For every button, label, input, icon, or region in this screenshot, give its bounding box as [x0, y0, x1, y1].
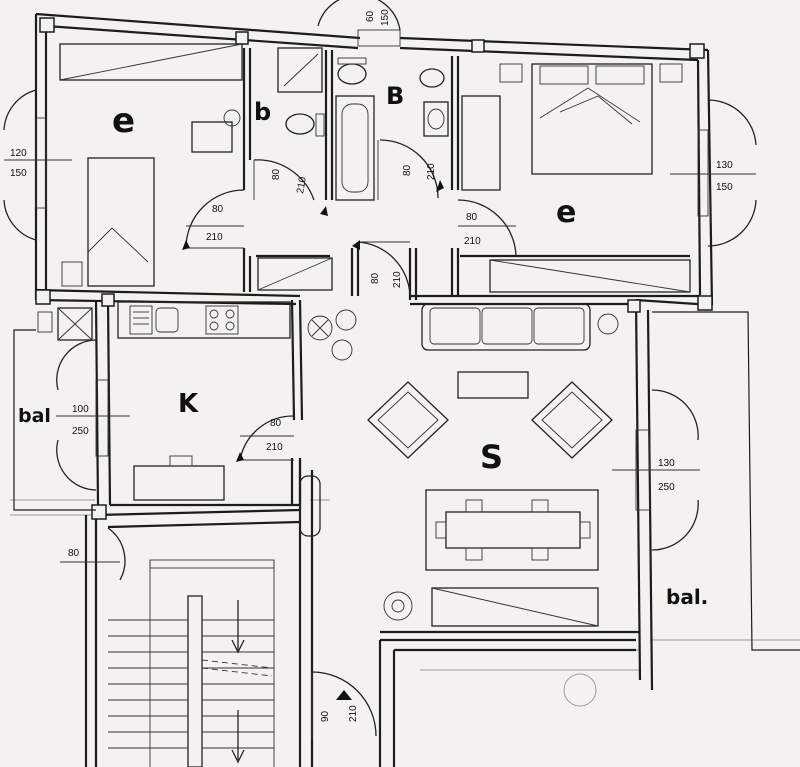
stair-treads: [108, 619, 274, 749]
dim-balcony-door-w: 100: [72, 404, 89, 415]
room-label-kitchen: K: [178, 389, 199, 419]
dim-bed1-door-h: 210: [206, 232, 223, 243]
dim-bath-main-door-h: 210: [426, 163, 437, 180]
room-label-bedroom-2: e: [556, 195, 576, 230]
interior-walls: [35, 17, 713, 520]
dim-top-window-w: 60: [365, 10, 376, 22]
room-label-balcony-left: bal: [18, 405, 51, 427]
room-label-bathroom-small: b: [254, 98, 271, 126]
room-label-bedroom-1: e: [112, 101, 135, 141]
dim-kitchen-door-w: 80: [270, 418, 282, 429]
bedroom-2-furniture: [461, 63, 691, 293]
dim-hall-door-h: 210: [392, 271, 403, 288]
dim-bed2-door-h: 210: [464, 236, 481, 247]
stairs: [108, 559, 275, 767]
door-swings: [60, 139, 517, 740]
dim-top-window-h: 150: [380, 9, 391, 26]
room-labels: e b B e K S bal bal.: [18, 82, 708, 609]
dimension-labels: 60 150 120 150 80 210 80 210 80 210 80 2…: [10, 9, 733, 722]
bedroom-1-furniture: [59, 43, 243, 287]
dim-kitchen-door-h: 210: [266, 442, 283, 453]
dim-bed2-door-w: 80: [466, 212, 478, 223]
dim-entry-door-h: 210: [348, 705, 359, 722]
dim-hall-door-w: 80: [370, 272, 381, 284]
room-label-bathroom-main: B: [386, 82, 404, 110]
dim-bed1-door-w: 80: [212, 204, 224, 215]
dim-bed2-window-h: 150: [716, 182, 733, 193]
dim-bed1-window-h: 150: [10, 168, 27, 179]
balcony-outlines: [13, 311, 800, 651]
dim-bath-main-door-w: 80: [402, 164, 413, 176]
dim-bed1-window-w: 120: [10, 148, 27, 159]
living-furniture: [299, 303, 619, 627]
dim-bath-small-door-w: 80: [271, 168, 282, 180]
small-bath-fixtures: [277, 47, 325, 137]
exterior-walls: [34, 12, 714, 767]
dim-bed2-window-w: 130: [716, 160, 733, 171]
dim-balcony-door-h: 250: [72, 426, 89, 437]
main-bath-fixtures: [335, 57, 449, 201]
dim-living-window-w: 130: [658, 458, 675, 469]
dim-living-window-h: 250: [658, 482, 675, 493]
room-label-balcony-right: bal.: [666, 585, 708, 609]
dim-bath-small-door-h: 210: [295, 176, 309, 195]
kitchen-furniture: [37, 301, 291, 501]
room-label-living: S: [480, 438, 503, 476]
hall-cupboard: [257, 257, 333, 291]
windows: [3, 0, 757, 551]
dim-entry-door-w: 90: [320, 710, 331, 722]
dim-stair-door-w: 80: [68, 548, 80, 559]
